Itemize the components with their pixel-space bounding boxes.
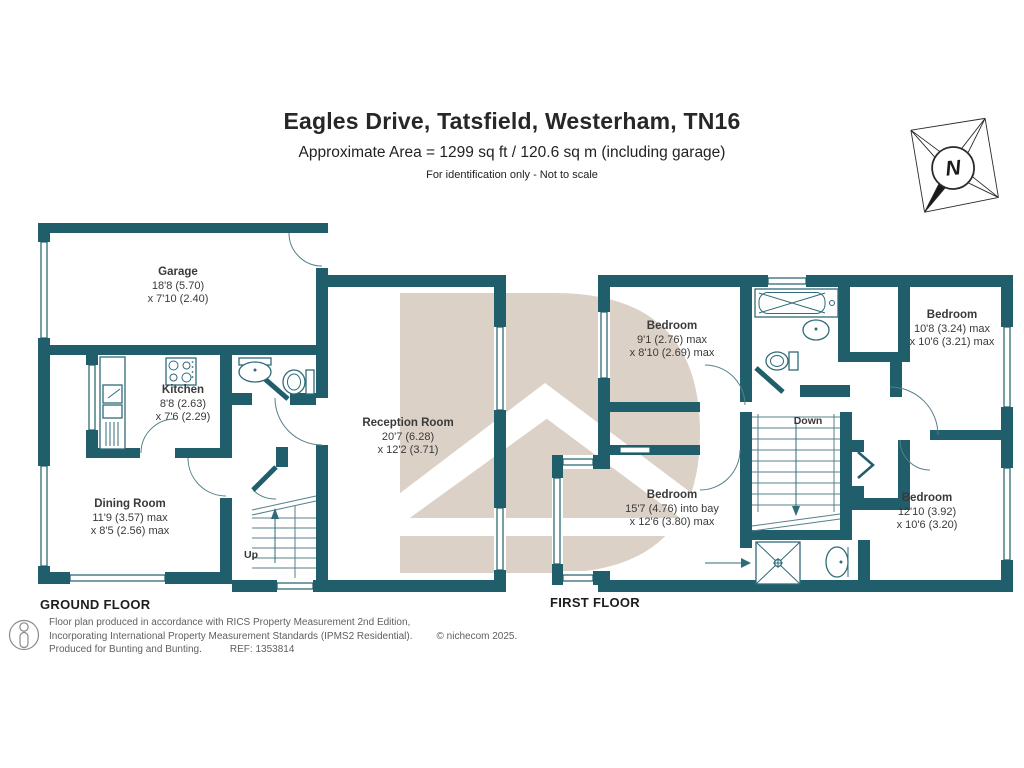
room-name: Dining Room <box>94 498 166 510</box>
person-icon <box>8 619 40 651</box>
room-label-dining-room: Dining Room 11'9 (3.57) max x 8'5 (2.56)… <box>91 498 170 539</box>
window <box>1001 326 1013 408</box>
nichecom-watermark-logo <box>395 293 710 573</box>
kitchen-sink-icon <box>99 356 126 450</box>
room-label-kitchen: Kitchen 8'8 (2.63) x 7'6 (2.29) <box>156 384 211 425</box>
footer-line-1: Floor plan produced in accordance with R… <box>49 617 411 628</box>
room-label-garage: Garage 18'8 (5.70) x 7'10 (2.40) <box>148 266 209 307</box>
room-dim: x 10'6 (3.21) max <box>909 336 995 348</box>
room-name: Bedroom <box>646 320 698 332</box>
room-name: Garage <box>158 266 198 278</box>
door-arc <box>704 364 746 406</box>
door-arc <box>252 489 277 500</box>
entry-arrow <box>741 558 751 568</box>
window <box>86 364 98 431</box>
basin-icon <box>238 357 272 383</box>
door-leaf <box>754 366 785 394</box>
door-arc <box>288 232 323 267</box>
watermark-band <box>400 518 698 536</box>
room-dim: x 10'6 (3.20) <box>896 519 958 531</box>
footer-text: Floor plan produced in accordance with R… <box>49 616 517 657</box>
disclaimer-note: For identification only - Not to scale <box>426 169 598 181</box>
footer-standards-text: Incorporating International Property Mea… <box>49 630 413 642</box>
bifold-door <box>857 451 875 479</box>
reference-number: REF: 1353814 <box>229 644 295 655</box>
footer-produced-for: Produced for Bunting and Bunting. <box>49 644 202 655</box>
stairs-up-label: Up <box>244 549 258 561</box>
basin-icon <box>802 319 830 341</box>
room-dim: x 12'2 (3.71) <box>377 444 439 456</box>
room-dim: 15'7 (4.76) into bay <box>625 502 719 515</box>
room-label-reception-room: Reception Room 20'7 (6.28) x 12'2 (3.71) <box>362 417 453 458</box>
watermark-roof-right <box>531 383 710 529</box>
header: Eagles Drive, Tatsfield, Westerham, TN16… <box>0 108 1024 181</box>
basin-icon <box>825 546 849 578</box>
room-dim: x 8'10 (2.69) max <box>629 347 715 359</box>
compass-icon: N <box>910 117 999 213</box>
shower-icon <box>705 541 801 585</box>
room-dim: 12'10 (3.92) <box>897 505 957 518</box>
window <box>69 572 166 584</box>
page-title: Eagles Drive, Tatsfield, Westerham, TN16 <box>283 108 741 134</box>
window <box>494 507 506 571</box>
room-dim: 18'8 (5.70) <box>151 279 205 292</box>
window <box>276 580 314 592</box>
room-dim: x 7'10 (2.40) <box>147 293 209 305</box>
first-floor-title: FIRST FLOOR <box>550 595 640 610</box>
room-name: Bedroom <box>926 309 978 321</box>
room-label-bedroom-4: Bedroom 12'10 (3.92) x 10'6 (3.20) <box>897 492 958 533</box>
footer-line-2: Incorporating International Property Mea… <box>49 630 517 644</box>
room-label-bedroom-3: Bedroom 15'7 (4.76) into bay x 12'6 (3.8… <box>625 489 719 530</box>
room-dim: 10'8 (3.24) max <box>913 322 991 335</box>
room-dim: x 7'6 (2.29) <box>155 411 211 423</box>
room-label-bedroom-1: Bedroom 9'1 (2.76) max x 8'10 (2.69) max <box>630 320 715 361</box>
door-arc <box>899 439 931 471</box>
staircase-up <box>251 495 317 578</box>
window <box>767 275 807 287</box>
room-name: Bedroom <box>901 492 953 504</box>
window <box>1001 467 1013 561</box>
bath-icon <box>754 288 839 318</box>
door-arc <box>889 386 939 436</box>
room-dim: 11'9 (3.57) max <box>92 511 168 524</box>
window <box>38 241 50 339</box>
down-arrow <box>792 506 800 516</box>
up-arrow <box>271 508 279 519</box>
stairs-down-label: Down <box>793 415 823 427</box>
room-dim: 9'1 (2.76) max <box>637 333 707 346</box>
bay-window <box>552 455 594 585</box>
ground-floor-title: GROUND FLOOR <box>40 597 151 612</box>
room-dim: x 12'6 (3.80) max <box>629 516 715 528</box>
compass-letter: N <box>944 156 962 181</box>
room-label-bedroom-2: Bedroom 10'8 (3.24) max x 10'6 (3.21) ma… <box>910 309 995 350</box>
room-name: Reception Room <box>362 417 454 429</box>
window <box>494 326 506 411</box>
first-floor-plan <box>552 275 1013 592</box>
watermark-shape <box>400 293 700 573</box>
door-arc <box>274 397 323 446</box>
room-dim: 8'8 (2.63) <box>159 397 207 410</box>
ground-floor-plan <box>38 223 506 592</box>
room-name: Bedroom <box>646 489 698 501</box>
window <box>598 311 610 379</box>
room-name: Kitchen <box>161 384 205 396</box>
room-dim: 20'7 (6.28) <box>381 430 435 443</box>
door-arc <box>699 449 741 491</box>
copyright-text: © nichecom 2025. <box>436 630 518 642</box>
toilet-icon <box>765 351 799 371</box>
toilet-icon <box>282 369 315 395</box>
door-arc <box>187 457 227 497</box>
footer-line-3: Produced for Bunting and Bunting. REF: 13… <box>49 643 517 657</box>
door-arc <box>140 418 176 454</box>
hob-icon <box>165 357 197 386</box>
window <box>38 465 50 567</box>
area-subtitle: Approximate Area = 1299 sq ft / 120.6 sq… <box>298 144 726 161</box>
door-leaf <box>251 465 278 492</box>
internal-window <box>619 446 651 454</box>
staircase-down <box>751 414 841 532</box>
room-dim: x 8'5 (2.56) max <box>90 525 170 537</box>
watermark-roof-left <box>395 383 563 525</box>
footer: Floor plan produced in accordance with R… <box>8 616 517 657</box>
